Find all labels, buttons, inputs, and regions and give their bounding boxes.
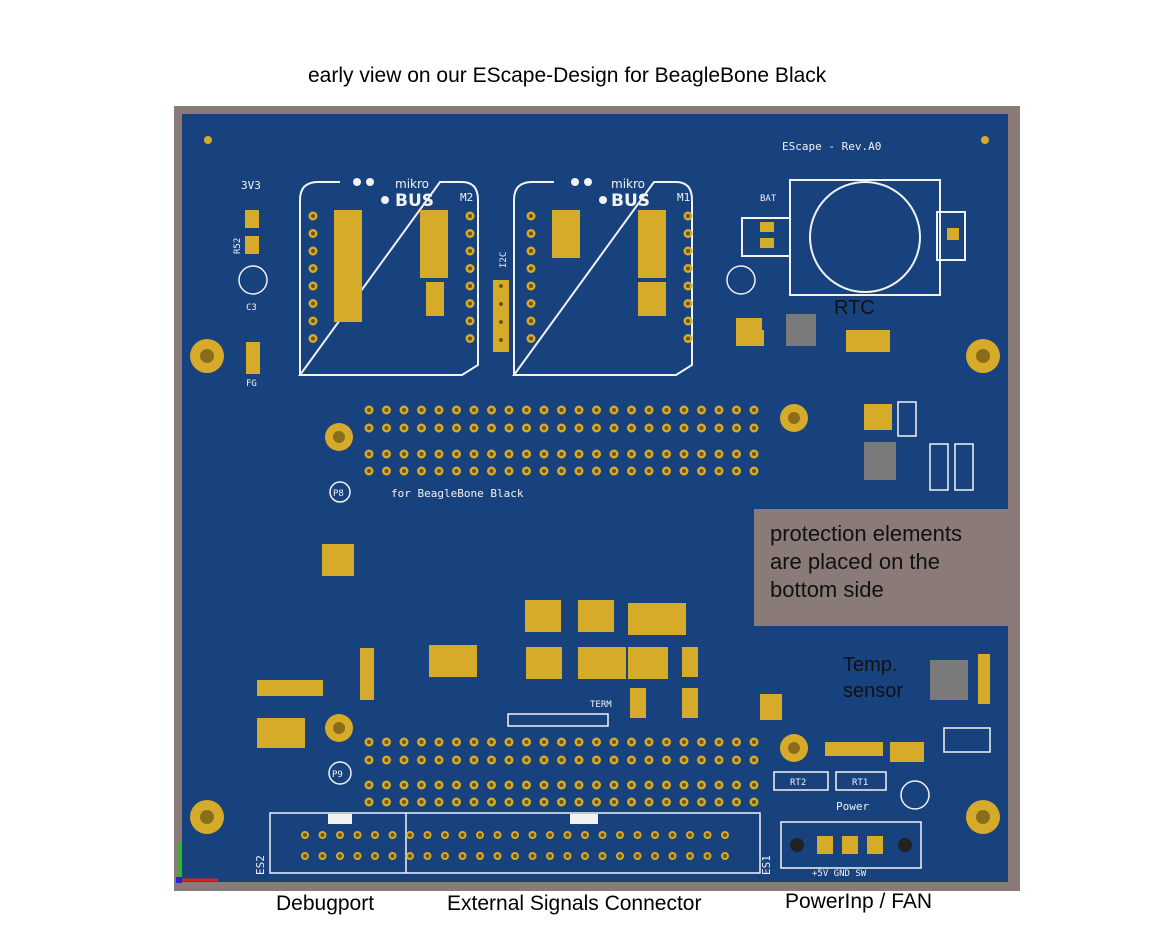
label-m1: M1 (677, 191, 690, 204)
i2c-header (493, 280, 509, 352)
es2-label: ES2 (254, 855, 267, 875)
annotation-box (754, 509, 1020, 626)
i2c-label: I2C (499, 252, 509, 268)
smd-pads (245, 210, 990, 762)
label-3v3: 3V3 (241, 179, 261, 192)
p9-header (364, 737, 759, 807)
u1-chip (864, 442, 896, 480)
es-connector (269, 812, 761, 874)
bat-label: BAT (760, 194, 777, 204)
pcb-board (182, 114, 1008, 882)
temp-callout-line1: Temp. (843, 654, 897, 676)
p8-header (364, 405, 759, 476)
bus-m2: BUS (395, 191, 434, 211)
mikrobus-m1 (512, 181, 693, 376)
power-pins-label: +5V GND SW (812, 869, 867, 879)
rtc-chip (786, 314, 816, 346)
mounting-holes (190, 136, 1000, 834)
crystal-q1 (846, 330, 890, 352)
rev-label: EScape - Rev.A0 (782, 140, 881, 153)
svg-text:RT1: RT1 (852, 778, 868, 788)
term-label: TERM (590, 700, 612, 710)
es1-label: ES1 (760, 855, 773, 875)
label-c3: C3 (246, 303, 257, 313)
power-connector (780, 821, 922, 869)
label-r52: R52 (233, 238, 243, 254)
caption-powerinp-fan: PowerInp / FAN (785, 890, 933, 913)
logo-icon (322, 544, 354, 576)
mikrobus-logo-icon (353, 178, 607, 204)
label-m2: M2 (460, 191, 473, 204)
mikrobus-m2 (298, 181, 479, 376)
p8-label: for BeagleBone Black (391, 487, 524, 500)
svg-text:RT2: RT2 (790, 778, 806, 788)
caption-external-signals: External Signals Connector (447, 892, 702, 915)
label-fg: FG (246, 379, 257, 389)
annotation-text: protection elements are placed on the bo… (770, 521, 962, 602)
temp-callout-line2: sensor (843, 680, 903, 702)
p8-tag: P8 (333, 489, 344, 499)
mikro-m2: mikro (395, 177, 429, 191)
temp-sensor-chip (930, 660, 968, 700)
p9-tag: P9 (332, 770, 343, 780)
caption-debugport: Debugport (276, 892, 375, 915)
bus-m1: BUS (611, 191, 650, 211)
es-pins (301, 831, 729, 860)
axis-gizmo-icon (176, 842, 218, 883)
rtc-callout: RTC (834, 297, 875, 319)
page-title: early view on our EScape-Design for Beag… (308, 64, 827, 87)
battery-holder (741, 179, 966, 296)
mikrobus-pins (308, 211, 693, 345)
power-label: Power (836, 800, 869, 813)
mikro-m1: mikro (611, 177, 645, 191)
